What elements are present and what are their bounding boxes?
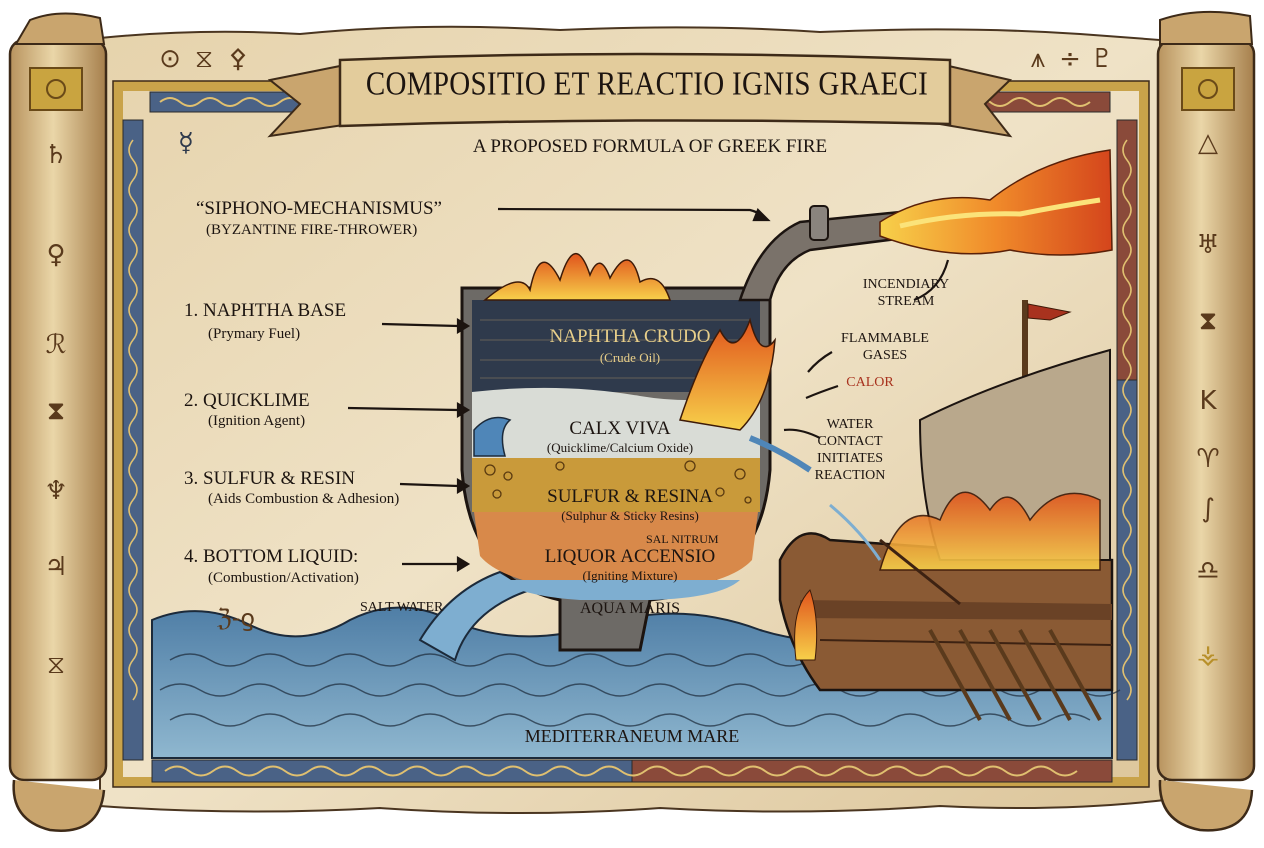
alchemy-symbol-icon: ÷ bbox=[1059, 44, 1081, 74]
scroll-symbol-icon: K bbox=[1199, 386, 1217, 416]
scroll-symbol-icon: ⧗ bbox=[46, 396, 66, 426]
ingredient-3-label: 3. SULFUR & RESIN bbox=[184, 468, 356, 489]
alchemy-symbol-icon: ⚴ bbox=[228, 44, 248, 74]
layer-aqua-label: AQUA MARIS bbox=[579, 600, 680, 617]
scroll-symbol-icon: △ bbox=[1198, 128, 1218, 158]
alchemy-symbol-icon: ☿ bbox=[178, 128, 194, 158]
layer-liquor-desc: (Igniting Mixture) bbox=[582, 568, 678, 583]
layer-sulfur-label: SULFUR & RESINA bbox=[547, 486, 713, 507]
ingredient-1-label: 1. NAPHTHA BASE bbox=[184, 300, 347, 321]
alchemy-glyph-icon: ℨ-ƍ bbox=[216, 604, 256, 632]
scroll-symbol-icon: ♅ bbox=[1196, 230, 1220, 260]
alchemy-symbol-icon: ⩚ bbox=[1030, 44, 1046, 74]
alchemy-symbol-icon: ⧖ bbox=[194, 44, 214, 74]
ingredient-4-desc: (Combustion/Activation) bbox=[208, 570, 359, 586]
layer-quicklime-label: CALX VIVA bbox=[569, 418, 671, 439]
annotation-flammable-gases: FLAMMABLE GASES bbox=[841, 331, 929, 363]
scroll-symbol-icon: ℛ bbox=[45, 330, 67, 360]
scroll-symbol-icon: ♎ bbox=[1196, 556, 1220, 586]
ingredient-2-label: 2. QUICKLIME bbox=[184, 390, 310, 411]
diagram-subtitle: A PROPOSED FORMULA OF GREEK FIRE bbox=[472, 136, 828, 157]
layer-sulfur-desc: (Sulphur & Sticky Resins) bbox=[561, 508, 699, 523]
alchemy-symbol-icon: ⊙ bbox=[159, 44, 181, 74]
layer-naphtha-desc: (Crude Oil) bbox=[599, 350, 661, 365]
annotation-incendiary-stream: INCENDIARY STREAM bbox=[862, 277, 950, 309]
ingredient-4-label: 4. BOTTOM LIQUID: bbox=[184, 546, 359, 567]
annotation-salt-water: SALT WATER bbox=[360, 600, 444, 615]
diagram-title: COMPOSITIO ET REACTIO IGNIS GRAECI bbox=[365, 65, 929, 103]
layer-liquor-tag: SAL NITRUM bbox=[646, 532, 719, 546]
scroll-symbol-icon: ⧗ bbox=[1198, 306, 1218, 336]
annotation-water-contact: WATER CONTACT INITIATES REACTION bbox=[814, 417, 886, 483]
siphon-label: “SIPHONO-MECHANISMUS” bbox=[196, 198, 442, 219]
ingredient-3-desc: (Aids Combustion & Adhesion) bbox=[208, 491, 400, 507]
alchemy-symbol-icon: ♇ bbox=[1090, 44, 1114, 74]
siphon-sublabel: (BYZANTINE FIRE-THROWER) bbox=[206, 222, 418, 238]
scroll-symbol-icon: ♆ bbox=[44, 476, 68, 506]
layer-liquor-label: LIQUOR ACCENSIO bbox=[544, 546, 716, 567]
ingredient-2-desc: (Ignition Agent) bbox=[208, 413, 306, 429]
scroll-symbol-icon: ♀ bbox=[46, 240, 66, 270]
scroll-symbol-icon: ∫ bbox=[1201, 494, 1215, 524]
sea-name-label: MEDITERRANEUM MARE bbox=[524, 726, 740, 746]
ingredient-1-desc: (Prymary Fuel) bbox=[208, 326, 301, 342]
layer-naphtha-label: NAPHTHA CRUDO bbox=[549, 326, 711, 347]
scroll-symbol-icon: ⚶ bbox=[1196, 640, 1220, 670]
annotation-calor: CALOR bbox=[846, 375, 894, 390]
scroll-symbol-icon: ⧖ bbox=[46, 650, 66, 680]
scroll-symbol-icon: ♄ bbox=[44, 140, 68, 170]
scroll-symbol-icon: ♃ bbox=[44, 552, 68, 582]
layer-quicklime-desc: (Quicklime/Calcium Oxide) bbox=[546, 440, 694, 455]
scroll-symbol-icon: ♈ bbox=[1196, 444, 1220, 474]
